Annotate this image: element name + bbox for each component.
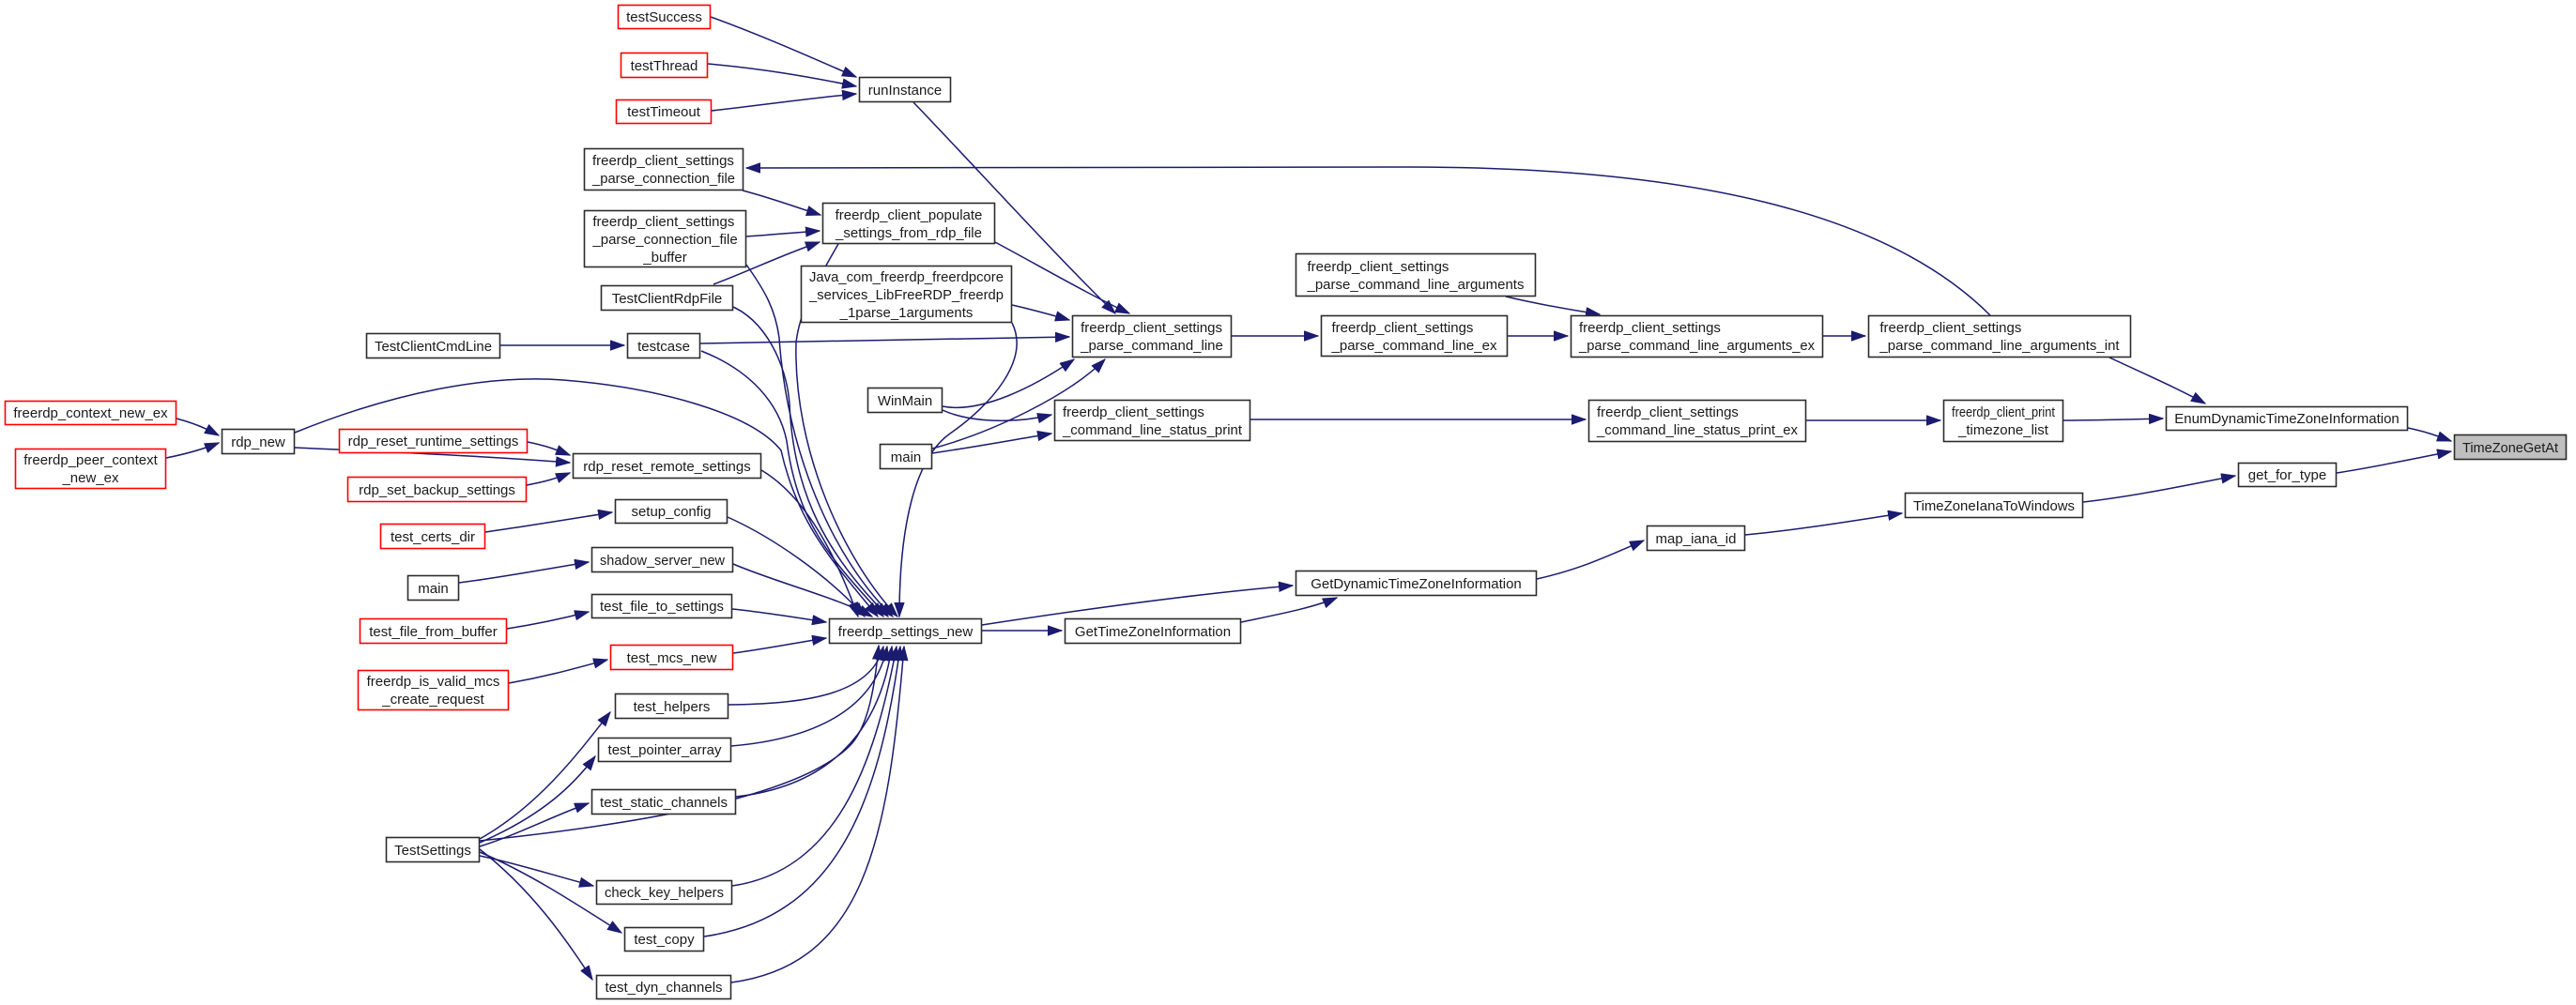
svg-text:freerdp_client_settings: freerdp_client_settings bbox=[1063, 404, 1204, 420]
svg-text:_parse_connection_file: _parse_connection_file bbox=[591, 171, 735, 187]
svg-text:_parse_command_line_arguments_: _parse_command_line_arguments_int bbox=[1878, 338, 2120, 354]
svg-text:test_certs_dir: test_certs_dir bbox=[391, 529, 475, 545]
svg-text:_parse_command_line: _parse_command_line bbox=[1080, 338, 1223, 354]
svg-text:_command_line_status_print_ex: _command_line_status_print_ex bbox=[1596, 422, 1798, 438]
svg-text:_new_ex: _new_ex bbox=[61, 470, 119, 486]
svg-text:test_copy: test_copy bbox=[634, 932, 695, 948]
svg-text:freerdp_client_settings: freerdp_client_settings bbox=[1579, 320, 1721, 336]
svg-text:test_file_to_settings: test_file_to_settings bbox=[600, 599, 724, 615]
svg-text:TimeZoneGetAt: TimeZoneGetAt bbox=[2462, 440, 2559, 456]
svg-text:Java_com_freerdp_freerdpcore: Java_com_freerdp_freerdpcore bbox=[809, 269, 1004, 285]
svg-text:_parse_command_line_arguments_: _parse_command_line_arguments_ex bbox=[1578, 338, 1815, 354]
svg-text:EnumDynamicTimeZoneInformation: EnumDynamicTimeZoneInformation bbox=[2174, 411, 2400, 427]
svg-text:_command_line_status_print: _command_line_status_print bbox=[1062, 422, 1243, 438]
svg-text:freerdp_client_populate: freerdp_client_populate bbox=[836, 207, 983, 223]
svg-text:_buffer: _buffer bbox=[642, 250, 686, 266]
svg-text:freerdp_context_new_ex: freerdp_context_new_ex bbox=[13, 405, 168, 421]
svg-text:freerdp_client_settings: freerdp_client_settings bbox=[1597, 404, 1739, 420]
svg-text:freerdp_client_settings: freerdp_client_settings bbox=[1081, 320, 1222, 336]
svg-text:test_helpers: test_helpers bbox=[634, 699, 711, 715]
svg-text:_parse_connection_file: _parse_connection_file bbox=[591, 232, 737, 248]
svg-text:freerdp_client_print: freerdp_client_print bbox=[1952, 404, 2056, 420]
svg-text:_timezone_list: _timezone_list bbox=[1957, 422, 2049, 438]
svg-text:runInstance: runInstance bbox=[868, 83, 942, 99]
svg-text:testTimeout: testTimeout bbox=[627, 104, 701, 120]
svg-text:_create_request: _create_request bbox=[381, 692, 484, 708]
svg-text:TestSettings: TestSettings bbox=[394, 843, 471, 859]
svg-text:freerdp_peer_context: freerdp_peer_context bbox=[23, 452, 158, 468]
svg-text:GetTimeZoneInformation: GetTimeZoneInformation bbox=[1075, 624, 1231, 640]
svg-text:main: main bbox=[418, 581, 449, 597]
svg-text:_parse_command_line_arguments: _parse_command_line_arguments bbox=[1307, 277, 1525, 293]
svg-text:get_for_type: get_for_type bbox=[2248, 467, 2326, 483]
svg-text:_services_LibFreeRDP_freerdp: _services_LibFreeRDP_freerdp bbox=[808, 287, 1004, 303]
svg-text:rdp_new: rdp_new bbox=[231, 434, 285, 450]
svg-text:check_key_helpers: check_key_helpers bbox=[605, 885, 724, 901]
svg-text:_parse_command_line_ex: _parse_command_line_ex bbox=[1331, 338, 1497, 354]
svg-text:GetDynamicTimeZoneInformation: GetDynamicTimeZoneInformation bbox=[1311, 576, 1522, 592]
svg-text:map_iana_id: map_iana_id bbox=[1656, 531, 1737, 547]
svg-text:shadow_server_new: shadow_server_new bbox=[600, 553, 725, 569]
svg-text:freerdp_client_settings: freerdp_client_settings bbox=[1332, 320, 1474, 336]
svg-text:rdp_reset_remote_settings: rdp_reset_remote_settings bbox=[583, 459, 750, 475]
svg-text:WinMain: WinMain bbox=[878, 393, 932, 409]
svg-text:test_pointer_array: test_pointer_array bbox=[608, 742, 722, 758]
svg-text:test_static_channels: test_static_channels bbox=[600, 795, 728, 811]
svg-text:test_mcs_new: test_mcs_new bbox=[627, 650, 717, 666]
svg-text:_1parse_1arguments: _1parse_1arguments bbox=[839, 305, 974, 321]
svg-text:test_dyn_channels: test_dyn_channels bbox=[605, 980, 722, 996]
svg-text:testSuccess: testSuccess bbox=[626, 9, 702, 25]
svg-text:freerdp_client_settings: freerdp_client_settings bbox=[592, 153, 734, 169]
svg-text:test_file_from_buffer: test_file_from_buffer bbox=[369, 624, 497, 640]
svg-text:TestClientCmdLine: TestClientCmdLine bbox=[375, 339, 492, 355]
svg-text:testThread: testThread bbox=[631, 58, 698, 74]
svg-text:freerdp_client_settings: freerdp_client_settings bbox=[1879, 320, 2021, 336]
svg-text:rdp_reset_runtime_settings: rdp_reset_runtime_settings bbox=[348, 434, 519, 449]
svg-text:main: main bbox=[891, 449, 922, 465]
svg-text:freerdp_client_settings: freerdp_client_settings bbox=[1308, 259, 1449, 275]
svg-text:TimeZoneIanaToWindows: TimeZoneIanaToWindows bbox=[1913, 498, 2075, 514]
svg-text:_settings_from_rdp_file: _settings_from_rdp_file bbox=[835, 225, 982, 241]
svg-text:freerdp_is_valid_mcs: freerdp_is_valid_mcs bbox=[367, 674, 500, 690]
svg-text:TestClientRdpFile: TestClientRdpFile bbox=[612, 291, 723, 307]
svg-text:setup_config: setup_config bbox=[631, 504, 711, 520]
svg-text:rdp_set_backup_settings: rdp_set_backup_settings bbox=[359, 482, 515, 498]
svg-text:testcase: testcase bbox=[637, 339, 690, 355]
svg-text:freerdp_client_settings: freerdp_client_settings bbox=[592, 214, 734, 230]
svg-text:freerdp_settings_new: freerdp_settings_new bbox=[838, 624, 974, 640]
